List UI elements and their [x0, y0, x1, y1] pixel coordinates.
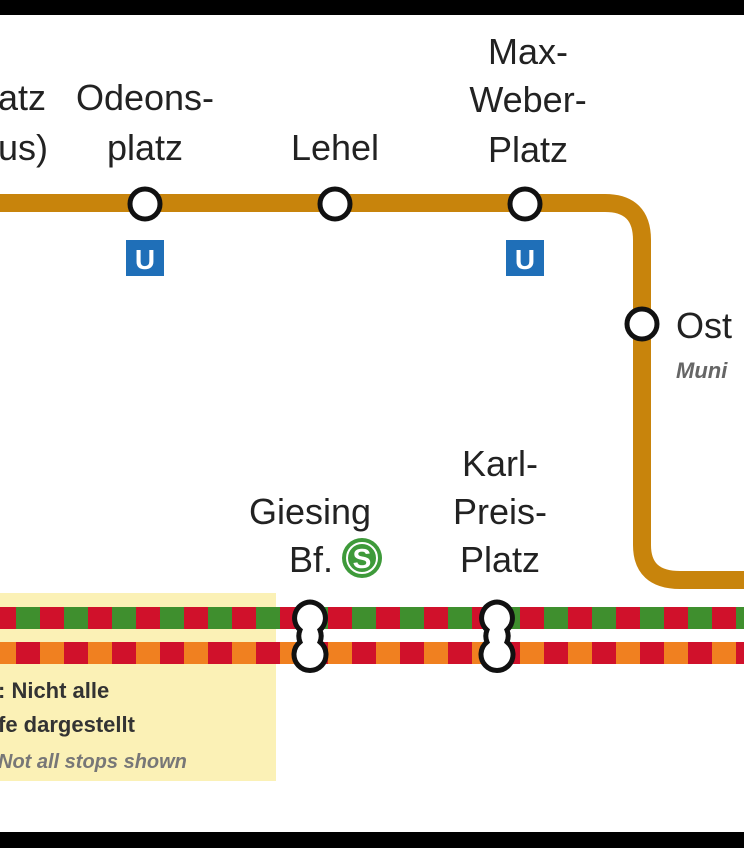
station-label: Giesing: [249, 491, 371, 532]
ubahn-icon: U: [506, 240, 544, 276]
station-ostbahnhof[interactable]: [624, 306, 660, 342]
station-label: Ost: [676, 305, 732, 346]
station-karl-preis-platz[interactable]: [478, 599, 516, 673]
station-sublabel: Muni: [676, 358, 728, 383]
station-label: Odeons-: [76, 77, 214, 118]
station-lehel[interactable]: [317, 186, 353, 222]
station-label: Platz: [460, 539, 540, 580]
station-label: Preis-: [453, 491, 547, 532]
station-label: Bf.: [289, 539, 333, 580]
sbahn-badge-label: S: [353, 543, 372, 574]
station-label: us): [0, 127, 48, 168]
station-odeonsplatz[interactable]: [127, 186, 163, 222]
note-text-en: Not all stops shown: [0, 751, 187, 773]
station-label: Max-: [488, 31, 568, 72]
station-label: platz: [107, 127, 183, 168]
station-giesing-bf[interactable]: [291, 599, 329, 673]
sbahn-icon: S: [342, 538, 382, 578]
station-label: Platz: [488, 129, 568, 170]
ubahn-badge-label: U: [515, 244, 535, 275]
u-bahn-line: [0, 194, 744, 589]
station-label: Lehel: [291, 127, 379, 168]
note-text-de: fe dargestellt: [0, 712, 136, 737]
station-label: Karl-: [462, 443, 538, 484]
station-label: atz: [0, 77, 46, 118]
ubahn-icon: U: [126, 240, 164, 276]
station-max-weber-platz[interactable]: [507, 186, 543, 222]
station-label: Weber-: [469, 79, 586, 120]
ubahn-badge-label: U: [135, 244, 155, 275]
note-text-de: : Nicht alle: [0, 678, 109, 703]
